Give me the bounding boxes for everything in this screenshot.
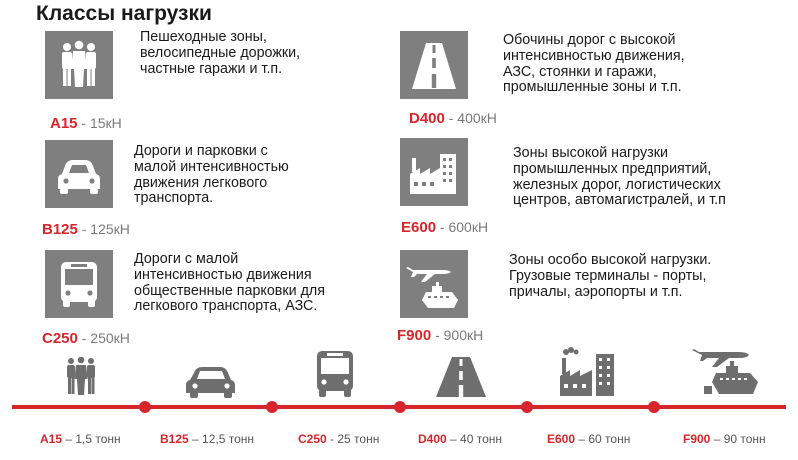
card-b125-value: - 125кН [77, 221, 130, 237]
timeline-dot [648, 401, 660, 413]
timeline-value: - 25 тонн [326, 432, 380, 446]
card-b125-code: B125 [42, 221, 78, 238]
timeline-road-icon [436, 356, 486, 398]
card-a15-code: A15 [50, 115, 78, 132]
timeline-label-e600: E600 – 60 тонн [547, 432, 630, 446]
card-e600-value: - 600кН [436, 219, 489, 235]
timeline-label-a15: A15 – 1,5 тонн [40, 432, 121, 446]
timeline-factory-icon [556, 346, 618, 398]
road-icon [400, 31, 468, 99]
card-e600-class-label: E600 - 600кН [401, 219, 488, 236]
timeline-dot [139, 401, 151, 413]
timeline-value: – 1,5 тонн [62, 432, 121, 446]
timeline-label-f900: F900 – 90 тонн [683, 432, 766, 446]
card-f900-value: - 900кН [431, 327, 484, 343]
timeline-label-d400: D400 – 40 тонн [418, 432, 502, 446]
timeline-code: B125 [160, 432, 189, 446]
card-b125-description: Дороги и парковки с малой интенсивностью… [134, 143, 289, 207]
timeline-plane-ship-icon [690, 336, 766, 398]
card-b125-class-label: B125 - 125кН [42, 221, 130, 238]
card-c250-description: Дороги с малой интенсивностью движения о… [134, 251, 326, 315]
timeline-value: – 40 тонн [446, 432, 502, 446]
card-f900-description: Зоны особо высокой нагрузки. Грузовые те… [509, 252, 712, 300]
timeline-code: F900 [683, 432, 711, 446]
timeline-bus-icon [315, 349, 355, 399]
timeline-value: – 60 тонн [575, 432, 631, 446]
card-a15-class-label: A15 - 15кН [50, 115, 122, 132]
card-f900-code: F900 [397, 327, 432, 344]
timeline-car-icon [186, 363, 236, 399]
card-e600-description: Зоны высокой нагрузки промышленных предп… [513, 145, 726, 209]
timeline-code: E600 [547, 432, 576, 446]
bus-icon [45, 250, 113, 318]
page-title: Классы нагрузки [36, 2, 212, 25]
card-a15-value: - 15кН [77, 115, 122, 131]
timeline-dot [394, 401, 406, 413]
plane-ship-icon [400, 250, 468, 318]
card-c250-class-label: C250 - 250кН [42, 330, 130, 347]
timeline-value: – 12,5 тонн [188, 432, 255, 446]
timeline-value: – 90 тонн [710, 432, 766, 446]
timeline-pedestrians-icon [64, 356, 98, 396]
card-c250-code: C250 [42, 330, 78, 347]
timeline-code: C250 [298, 432, 327, 446]
card-e600-code: E600 [401, 219, 437, 236]
timeline-code: A15 [40, 432, 63, 446]
timeline-label-c250: C250 - 25 тонн [298, 432, 379, 446]
card-d400-class-label: D400 - 400кН [409, 110, 497, 127]
timeline-code: D400 [418, 432, 447, 446]
card-f900-class-label: F900 - 900кН [397, 327, 483, 344]
timeline-label-b125: B125 – 12,5 тонн [160, 432, 254, 446]
timeline-dot [266, 401, 278, 413]
card-d400-description: Обочины дорог с высокой интенсивностью д… [503, 32, 685, 96]
card-d400-value: - 400кН [444, 110, 497, 126]
factory-icon [400, 138, 468, 206]
card-a15-description: Пешеходные зоны, велосипедные дорожки, ч… [140, 29, 301, 77]
timeline-dot [521, 401, 533, 413]
card-c250-value: - 250кН [77, 330, 130, 346]
pedestrians-icon [45, 31, 113, 99]
card-d400-code: D400 [409, 110, 445, 127]
car-icon [45, 140, 113, 208]
